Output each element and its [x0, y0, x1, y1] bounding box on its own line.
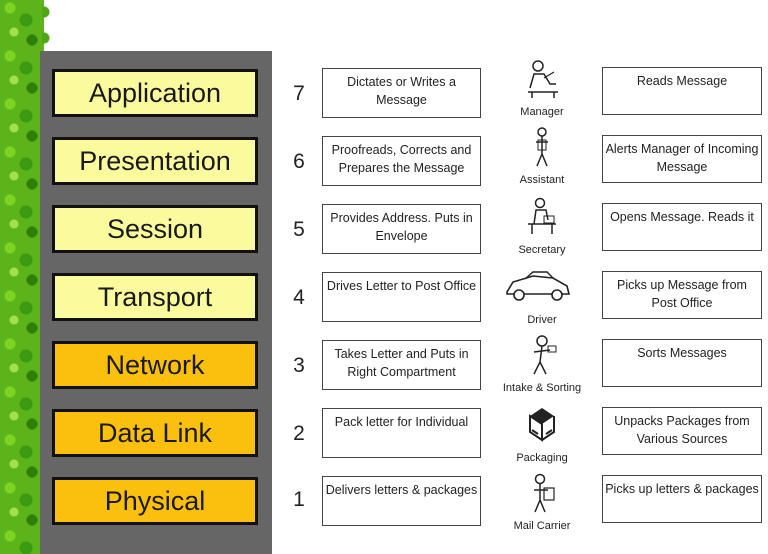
receiver-task-text: Sorts Messages: [637, 346, 727, 360]
sender-task-box: Provides Address. Puts in Envelope: [322, 204, 481, 254]
sender-task-text: Proofreads, Corrects and Prepares the Me…: [331, 143, 472, 175]
leaf-border-decoration: [0, 0, 54, 554]
layer-physical: Physical: [52, 477, 258, 525]
sender-task-box: Takes Letter and Puts in Right Compartme…: [322, 340, 481, 390]
layer-label: Presentation: [79, 145, 231, 176]
manager-icon: [528, 60, 558, 98]
person-driver: Driver: [499, 266, 585, 326]
layer-number: 2: [293, 422, 305, 445]
person-intake-sorting: Intake & Sorting: [499, 334, 585, 394]
layer-number: 1: [293, 488, 305, 511]
sender-task-text: Dictates or Writes a Message: [347, 75, 456, 107]
person-caption: Assistant: [519, 174, 565, 186]
person-caption: Manager: [520, 106, 564, 118]
receiver-task-box: Picks up letters & packages: [602, 475, 762, 523]
receiver-task-text: Picks up letters & packages: [605, 482, 759, 496]
sender-task-text: Drives Letter to Post Office: [326, 279, 477, 293]
sender-task-box: Dictates or Writes a Message: [322, 68, 481, 118]
secretary-icon: [528, 197, 556, 234]
layer-label: Physical: [104, 485, 206, 516]
receiver-task-box: Sorts Messages: [602, 339, 762, 387]
layer-number: 4: [293, 286, 305, 309]
osi-layer-panel: Application Presentation Session Transpo…: [40, 51, 272, 554]
receiver-task-box: Reads Message: [602, 67, 762, 115]
sender-task-box: Drives Letter to Post Office: [322, 272, 481, 322]
car-icon: [506, 271, 571, 301]
layer-label: Data Link: [97, 417, 213, 448]
layer-data-link: Data Link: [52, 409, 258, 457]
receiver-task-text: Opens Message. Reads it: [610, 210, 754, 224]
layer-number: 6: [293, 150, 305, 173]
person-packaging: Packaging: [499, 404, 585, 464]
layer-label: Session: [106, 213, 204, 244]
layer-network: Network: [52, 341, 258, 389]
receiver-task-text: Unpacks Packages from Various Sources: [614, 414, 750, 446]
person-caption: Mail Carrier: [513, 520, 571, 532]
sender-task-text: Provides Address. Puts in Envelope: [330, 211, 473, 243]
sender-task-box: Proofreads, Corrects and Prepares the Me…: [322, 136, 481, 186]
receiver-task-box: Alerts Manager of Incoming Message: [602, 135, 762, 183]
layer-label: Network: [105, 349, 205, 380]
sender-task-text: Takes Letter and Puts in Right Compartme…: [334, 347, 469, 379]
assistant-icon: [536, 127, 548, 167]
receiver-task-text: Alerts Manager of Incoming Message: [605, 142, 759, 174]
layer-label: Application: [88, 77, 222, 108]
layer-transport: Transport: [52, 273, 258, 321]
receiver-task-text: Picks up Message from Post Office: [617, 278, 747, 310]
sorter-icon: [533, 335, 557, 375]
sender-task-text: Pack letter for Individual: [334, 415, 469, 429]
sender-task-text: Delivers letters & packages: [325, 483, 478, 497]
layer-application: Application: [52, 69, 258, 117]
person-secretary: Secretary: [499, 196, 585, 256]
sender-task-box: Delivers letters & packages: [322, 476, 481, 526]
person-mail-carrier: Mail Carrier: [499, 472, 585, 532]
person-manager: Manager: [499, 58, 585, 118]
person-caption: Packaging: [516, 452, 568, 464]
receiver-task-box: Picks up Message from Post Office: [602, 271, 762, 319]
person-caption: Intake & Sorting: [502, 382, 582, 394]
person-caption: Driver: [527, 314, 557, 326]
layer-number: 3: [293, 354, 305, 377]
layer-label: Transport: [97, 281, 213, 312]
package-icon: [529, 408, 555, 442]
layer-number: 5: [293, 218, 305, 241]
receiver-task-box: Unpacks Packages from Various Sources: [602, 407, 762, 455]
layer-number: 7: [293, 82, 305, 105]
mail-carrier-icon: [534, 473, 555, 513]
person-caption: Secretary: [518, 244, 566, 256]
layer-presentation: Presentation: [52, 137, 258, 185]
sender-task-box: Pack letter for Individual: [322, 408, 481, 458]
receiver-task-box: Opens Message. Reads it: [602, 203, 762, 251]
receiver-task-text: Reads Message: [636, 74, 728, 88]
person-assistant: Assistant: [499, 126, 585, 186]
layer-session: Session: [52, 205, 258, 253]
